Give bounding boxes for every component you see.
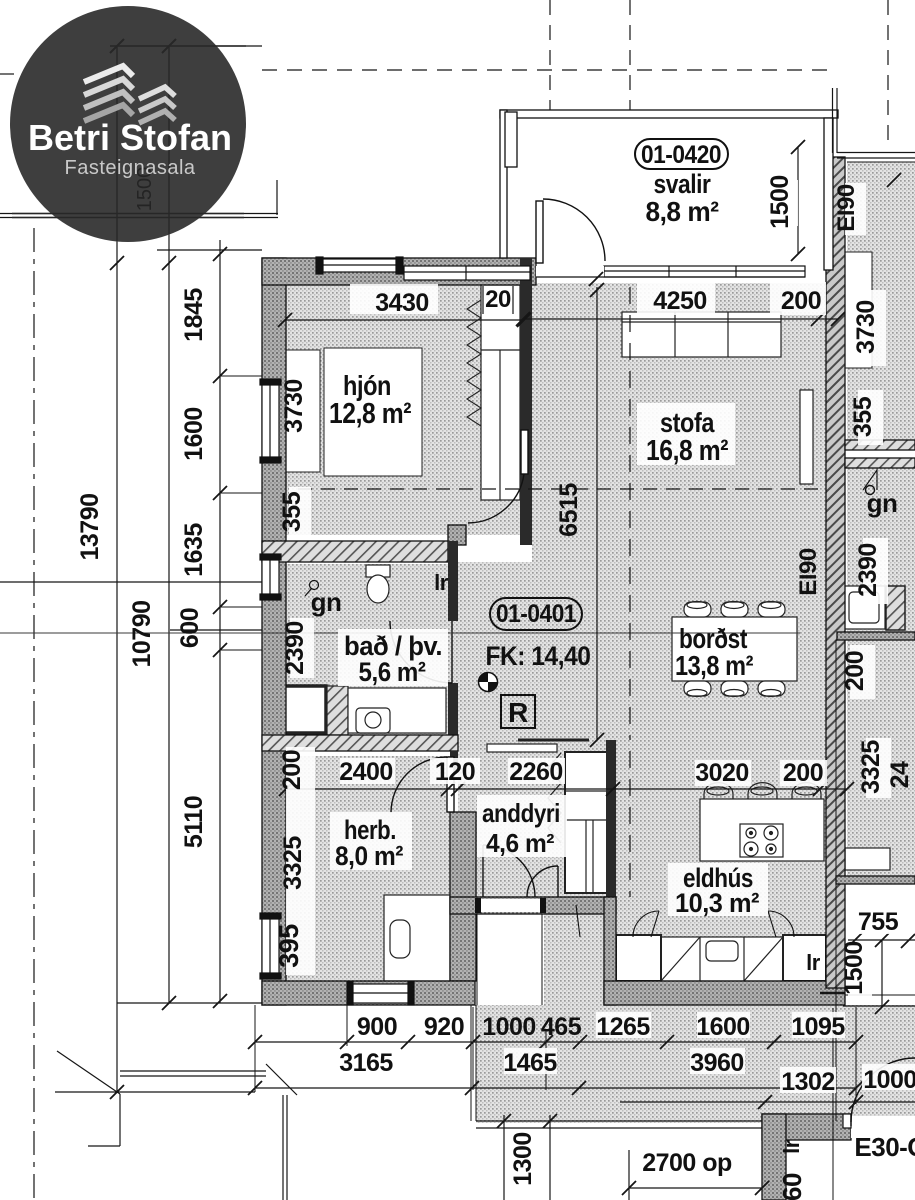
- svg-text:borðst: borðst: [679, 623, 747, 654]
- svg-text:01-0420: 01-0420: [641, 141, 721, 169]
- svg-text:1500: 1500: [840, 941, 868, 995]
- svg-text:6515: 6515: [555, 483, 583, 537]
- svg-text:600: 600: [176, 608, 204, 648]
- svg-text:3165: 3165: [339, 1049, 393, 1077]
- svg-text:10,3 m²: 10,3 m²: [675, 888, 759, 918]
- svg-text:2390: 2390: [281, 621, 309, 675]
- svg-text:lr: lr: [434, 570, 449, 595]
- svg-text:200: 200: [783, 759, 823, 787]
- svg-text:R: R: [508, 697, 528, 728]
- svg-text:12,8 m²: 12,8 m²: [329, 398, 412, 430]
- svg-text:1300: 1300: [509, 1132, 537, 1186]
- svg-text:eldhús: eldhús: [683, 863, 753, 893]
- svg-text:1845: 1845: [180, 288, 208, 342]
- svg-text:20: 20: [485, 286, 511, 313]
- svg-text:gn: gn: [311, 587, 342, 617]
- svg-text:anddyri: anddyri: [482, 798, 560, 828]
- svg-text:EI90: EI90: [795, 548, 822, 596]
- svg-text:3730: 3730: [852, 300, 880, 354]
- svg-text:24: 24: [886, 761, 914, 788]
- svg-text:1302: 1302: [781, 1068, 835, 1096]
- svg-text:920: 920: [424, 1013, 464, 1041]
- svg-text:Betri Stofan: Betri Stofan: [28, 117, 232, 158]
- svg-text:16,8 m²: 16,8 m²: [646, 435, 729, 467]
- svg-text:13,8 m²: 13,8 m²: [675, 650, 753, 681]
- svg-text:lr: lr: [806, 950, 821, 975]
- svg-text:3430: 3430: [375, 289, 429, 317]
- svg-text:2700 op: 2700 op: [642, 1149, 732, 1177]
- svg-text:5,6 m²: 5,6 m²: [359, 657, 426, 687]
- svg-text:1600: 1600: [696, 1013, 750, 1041]
- svg-text:8,8 m²: 8,8 m²: [646, 196, 719, 227]
- svg-text:lr: lr: [779, 1139, 804, 1154]
- svg-text:stofa: stofa: [660, 407, 715, 438]
- svg-text:E30-C: E30-C: [854, 1132, 915, 1162]
- svg-text:2390: 2390: [854, 543, 882, 597]
- svg-text:4250: 4250: [653, 287, 707, 315]
- svg-text:200: 200: [841, 651, 869, 691]
- svg-text:3325: 3325: [857, 740, 885, 794]
- svg-text:13790: 13790: [76, 493, 104, 560]
- svg-text:3020: 3020: [695, 759, 749, 787]
- svg-text:1000: 1000: [482, 1013, 536, 1041]
- svg-text:1635: 1635: [180, 523, 208, 577]
- svg-text:FK: 14,40: FK: 14,40: [486, 641, 591, 671]
- svg-text:120: 120: [435, 758, 475, 786]
- svg-text:60: 60: [777, 1173, 807, 1200]
- svg-text:3730: 3730: [280, 379, 308, 433]
- svg-text:4,6 m²: 4,6 m²: [486, 828, 555, 858]
- svg-text:bað / þv.: bað / þv.: [344, 631, 442, 661]
- svg-text:2400: 2400: [339, 758, 393, 786]
- svg-text:1500: 1500: [134, 167, 156, 212]
- svg-text:755: 755: [858, 908, 899, 936]
- svg-text:5110: 5110: [180, 796, 208, 848]
- svg-text:1465: 1465: [503, 1049, 557, 1077]
- svg-text:1095: 1095: [791, 1013, 845, 1041]
- svg-text:svalir: svalir: [654, 169, 712, 199]
- svg-text:8,0 m²: 8,0 m²: [335, 841, 403, 871]
- svg-text:herb.: herb.: [344, 815, 396, 845]
- svg-text:3960: 3960: [690, 1049, 744, 1077]
- svg-text:gn: gn: [867, 488, 898, 518]
- svg-text:465: 465: [541, 1013, 582, 1041]
- svg-text:3325: 3325: [279, 836, 307, 890]
- svg-text:hjón: hjón: [343, 370, 391, 401]
- svg-text:Fasteignasala: Fasteignasala: [64, 157, 195, 179]
- svg-text:EI90: EI90: [833, 184, 860, 232]
- svg-text:1000: 1000: [863, 1066, 915, 1094]
- svg-text:200: 200: [278, 750, 306, 790]
- svg-text:10790: 10790: [128, 600, 156, 667]
- svg-text:01-0401: 01-0401: [496, 600, 577, 628]
- svg-text:900: 900: [357, 1013, 397, 1041]
- svg-text:1265: 1265: [596, 1013, 650, 1041]
- svg-text:2260: 2260: [509, 758, 563, 786]
- svg-text:200: 200: [781, 287, 821, 315]
- svg-text:395: 395: [274, 924, 304, 968]
- svg-text:355: 355: [849, 396, 877, 437]
- svg-text:1500: 1500: [766, 175, 794, 229]
- svg-text:1600: 1600: [180, 407, 208, 461]
- svg-text:355: 355: [278, 491, 306, 532]
